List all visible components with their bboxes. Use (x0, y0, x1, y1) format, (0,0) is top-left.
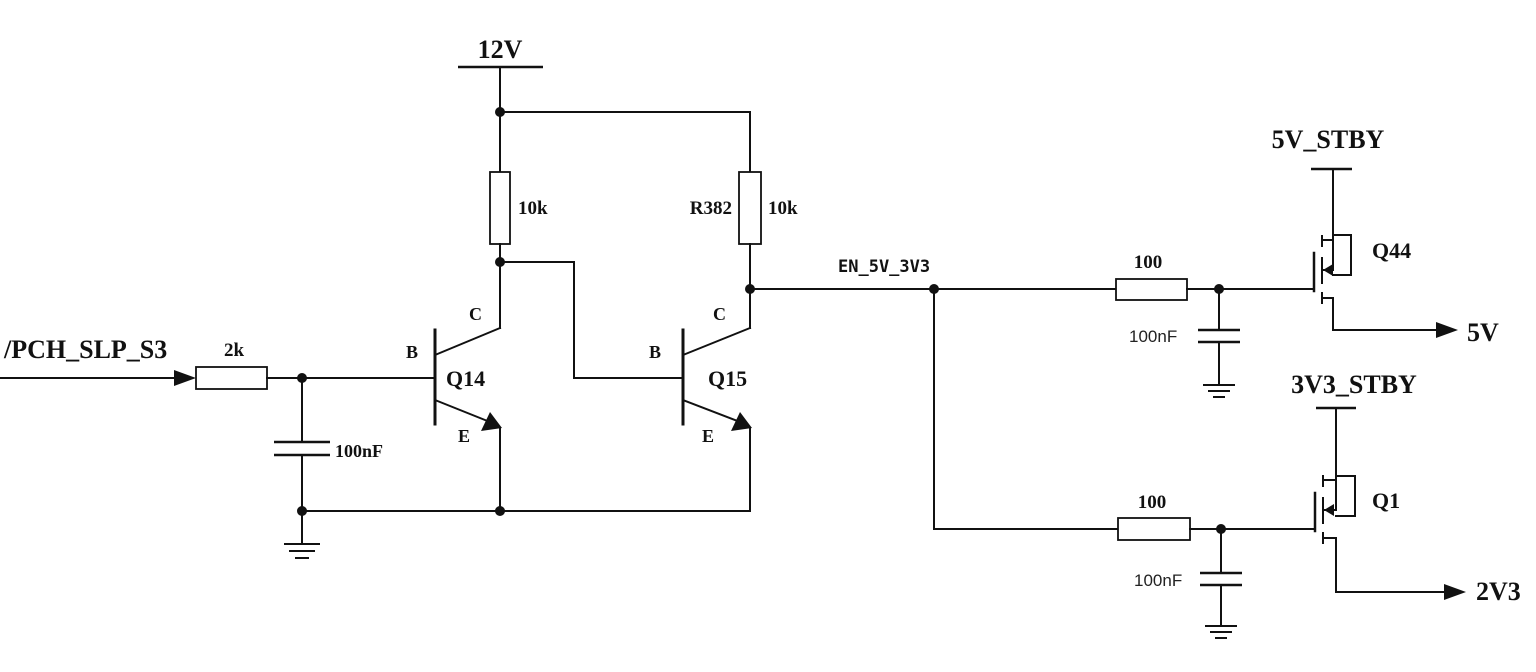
enable-net-label: EN_5V_3V3 (838, 257, 930, 277)
input-signal: /PCH_SLP_S3 (0, 335, 196, 386)
resistor-r382-value: 10k (768, 198, 798, 219)
capacitor-gate-q1: 100nF (1134, 528, 1242, 627)
rail-12v: 12V (458, 35, 751, 173)
q15-pin-base: B (649, 342, 661, 362)
resistor-r382-ref: R382 (690, 198, 732, 219)
q44-label: Q44 (1372, 238, 1411, 263)
resistor-q14-pullup: 10k (489, 171, 548, 245)
capacitor-gate-q44: 100nF (1129, 288, 1240, 386)
q14-pin-collector: C (469, 304, 482, 324)
ground-symbol-q44 (1203, 384, 1235, 398)
transistor-q44: Q44 (1312, 168, 1458, 338)
resistor-gate-q44-value: 100 (1134, 252, 1163, 273)
resistor-gate-q44: 100 (1115, 252, 1188, 301)
ground-symbol-input (284, 543, 320, 559)
q14-pin-emitter: E (458, 426, 470, 446)
resistor-input-value: 2k (224, 340, 245, 361)
output-5v-label: 5V (1467, 318, 1499, 347)
resistor-gate-q1-value: 100 (1138, 492, 1167, 513)
q15-pin-collector: C (713, 304, 726, 324)
capacitor-gate-q1-value: 100nF (1134, 571, 1182, 590)
resistor-q14-pullup-value: 10k (518, 198, 548, 219)
q15-label: Q15 (708, 366, 747, 391)
q15-pin-emitter: E (702, 426, 714, 446)
transistor-q1: Q1 (1313, 407, 1466, 600)
output-2v3-label: 2V3 (1476, 577, 1521, 606)
transistor-q15: B C E Q15 (649, 288, 752, 512)
rail-3v3-stby: 3V3_STBY (1291, 370, 1417, 410)
capacitor-gate-q44-value: 100nF (1129, 327, 1177, 346)
input-signal-label: /PCH_SLP_S3 (3, 335, 167, 364)
q1-label: Q1 (1372, 488, 1400, 513)
resistor-r382: R382 10k (690, 171, 798, 245)
transistor-q14: B C E Q14 (406, 261, 502, 512)
rail-3v3-stby-label: 3V3_STBY (1291, 370, 1417, 399)
q14-label: Q14 (446, 366, 485, 391)
capacitor-input: 100nF (274, 377, 383, 545)
capacitor-input-value: 100nF (335, 441, 383, 461)
q14-pin-base: B (406, 342, 418, 362)
resistor-gate-q1: 100 (1117, 492, 1191, 541)
rail-5v-stby-label: 5V_STBY (1272, 125, 1385, 154)
rail-5v-stby: 5V_STBY (1272, 125, 1385, 171)
enable-net: EN_5V_3V3 (749, 257, 1119, 530)
ground-symbol-q1 (1205, 625, 1237, 639)
resistor-input: 2k (195, 340, 268, 390)
rail-12v-label: 12V (478, 35, 523, 64)
